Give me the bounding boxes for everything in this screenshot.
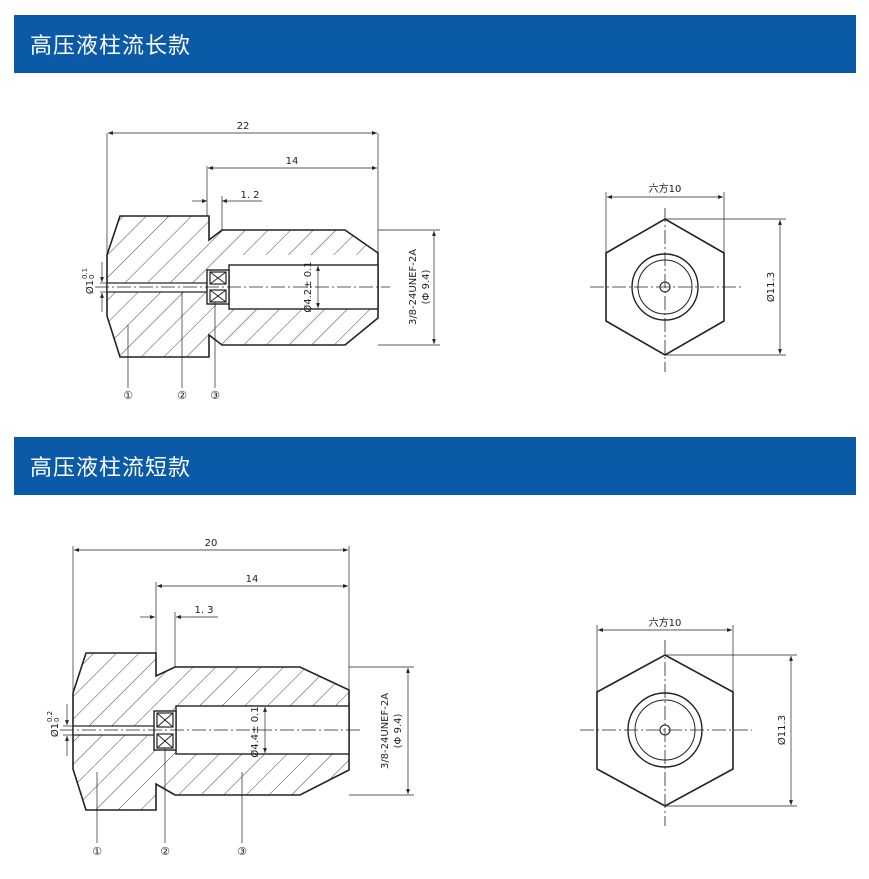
nozzle-drawing-short: 20 14 1. 3 Ø1 0.2 0 Ø4.4± 0.1 3/8-24UNEF… <box>46 538 797 858</box>
dimension-bore-diameter-long: Ø4.2± 0.1 <box>302 261 320 313</box>
thread-major-diameter-label: (Φ 9.4) <box>421 270 432 305</box>
thread-spec-label: 3/8-24UNEF-2A <box>408 249 419 325</box>
dimension-orifice-diameter-short: Ø1 0.2 0 <box>46 704 73 756</box>
overall-length-label: 22 <box>237 121 250 132</box>
hex-across-flats-label: 六方10 <box>649 182 682 195</box>
dimension-groove-long: 1. 2 <box>192 190 262 230</box>
hex-end-view-long: 六方10 Ø11.3 <box>590 182 786 372</box>
nozzle-body-section-short <box>60 652 362 811</box>
nozzle-drawing-long: 22 14 1. 2 Ø1 0.1 0 Ø4.2± 0.1 3/8-24UNEF… <box>81 121 786 402</box>
callout-3: ③ <box>210 389 220 402</box>
thread-major-diameter-label: (Φ 9.4) <box>393 714 404 749</box>
dimension-bore-diameter-short: Ø4.4± 0.1 <box>249 706 267 758</box>
dimension-overall-length-short: 20 <box>72 538 350 693</box>
bore-diameter-label: Ø4.2± 0.1 <box>302 261 314 312</box>
groove-width-label: 1. 3 <box>194 605 213 616</box>
overall-length-label: 20 <box>205 538 218 549</box>
section-title-short: 高压液柱流短款 <box>30 456 192 481</box>
bore-diameter-label: Ø4.4± 0.1 <box>249 706 261 757</box>
dimension-overall-length-long: 22 <box>106 121 379 255</box>
callout-1: ① <box>92 845 102 858</box>
orifice-tolerance-upper: 0.1 <box>81 268 89 279</box>
callout-1: ① <box>123 389 133 402</box>
hex-end-view-short: 六方10 Ø11.3 <box>580 616 797 826</box>
bore-depth-label: 14 <box>246 574 259 585</box>
callout-3: ③ <box>237 845 247 858</box>
dimension-thread-short: 3/8-24UNEF-2A (Φ 9.4) <box>349 666 414 796</box>
orifice-tolerance-upper: 0.2 <box>46 711 54 722</box>
orifice-diameter-label: Ø1 <box>49 723 61 737</box>
orifice-tolerance-lower: 0 <box>88 275 96 279</box>
orifice-diameter-label: Ø1 <box>84 280 96 294</box>
dimension-bore-depth-short: 14 <box>155 574 348 653</box>
section-title-banner-short: 高压液柱流短款 <box>14 437 856 495</box>
dimension-thread-long: 3/8-24UNEF-2A (Φ 9.4) <box>378 229 440 346</box>
dimension-bore-depth-long: 14 <box>206 156 377 216</box>
section-title-banner-long: 高压液柱流长款 <box>14 15 856 73</box>
hex-across-flats-label: 六方10 <box>649 616 682 629</box>
callouts-short: ① ② ③ <box>92 748 247 858</box>
nozzle-body-section-long <box>95 215 390 358</box>
groove-width-label: 1. 2 <box>240 190 259 201</box>
callouts-long: ① ② ③ <box>123 292 220 402</box>
hex-across-corners-label: Ø11.3 <box>776 715 788 745</box>
callout-2: ② <box>177 389 187 402</box>
bore-depth-label: 14 <box>286 156 299 167</box>
orifice-tolerance-lower: 0 <box>53 718 61 722</box>
dimension-groove-short: 1. 3 <box>140 605 218 667</box>
section-title-long: 高压液柱流长款 <box>30 34 192 59</box>
thread-spec-label: 3/8-24UNEF-2A <box>380 693 391 769</box>
hex-across-corners-label: Ø11.3 <box>765 272 777 302</box>
dimension-orifice-diameter-long: Ø1 0.1 0 <box>81 262 107 312</box>
callout-2: ② <box>160 845 170 858</box>
